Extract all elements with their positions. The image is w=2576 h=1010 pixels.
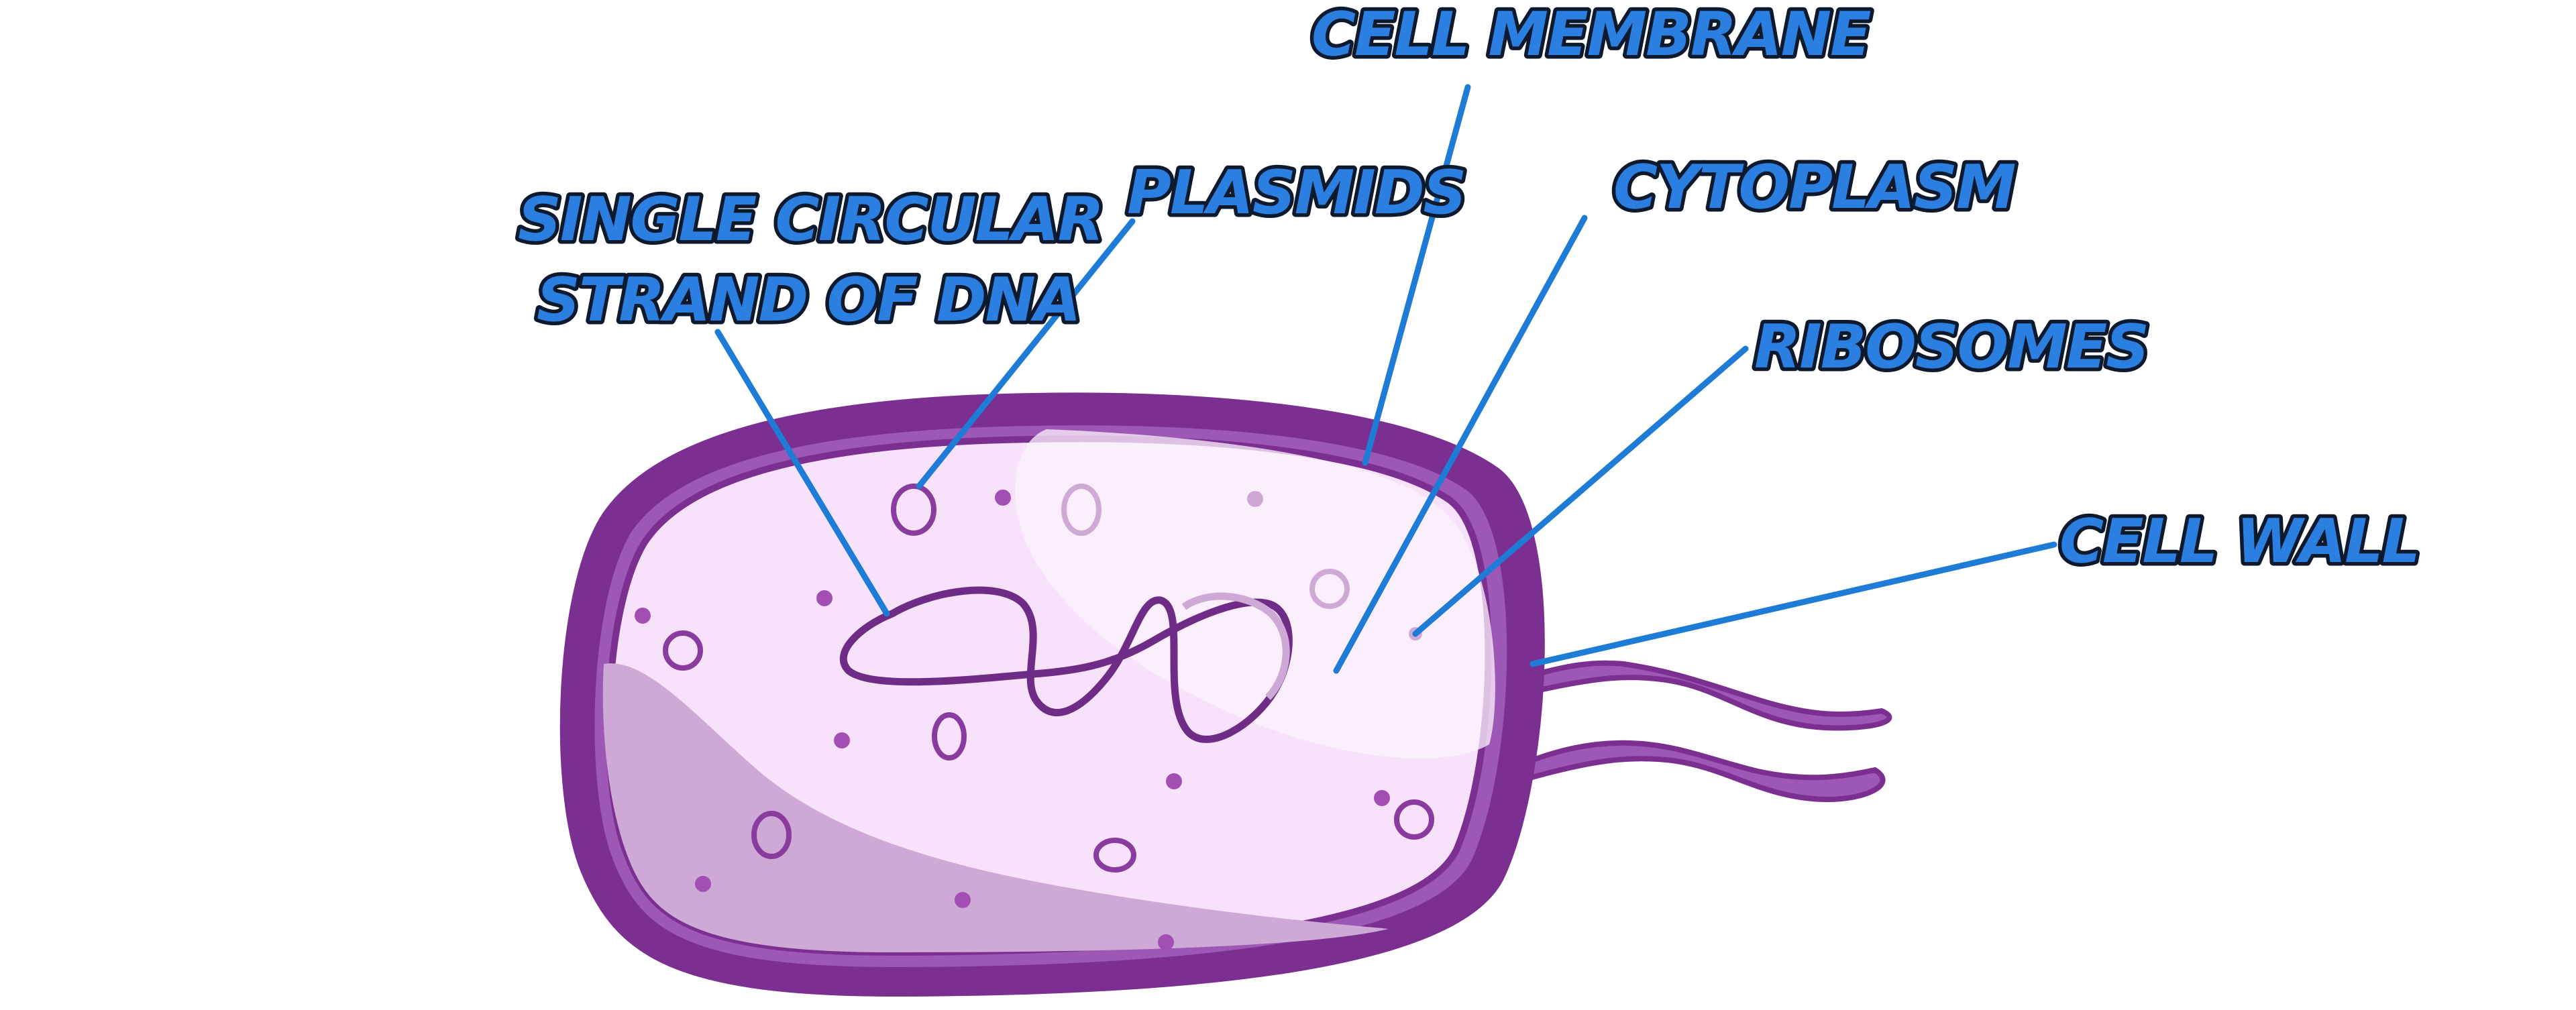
flagella [1527, 660, 1892, 803]
label-plasmids: PLASMIDS [1127, 158, 1465, 228]
plasmid [751, 811, 792, 859]
plasmid [663, 630, 703, 671]
ribosome [695, 876, 711, 892]
ribosome [995, 490, 1011, 506]
flagellum-lower [1527, 740, 1886, 803]
ribosome [834, 732, 850, 748]
cytoplasm-shadow [602, 663, 1389, 953]
ribosome [1247, 491, 1263, 507]
label-cytoplasm: CYTOPLASM [1613, 152, 2015, 223]
plasmid [1309, 569, 1350, 609]
ribosome [816, 590, 833, 606]
ribosome [635, 608, 651, 624]
dna-strand-faded [1181, 592, 1290, 700]
leader-line-plasmids [916, 218, 1136, 490]
label-dna-line2: STRAND OF DNA [537, 265, 1080, 335]
plasmid [1093, 838, 1136, 873]
plasmid [891, 484, 936, 536]
leader-line-cell-membrane [1362, 84, 1471, 466]
plasmid [1061, 484, 1102, 536]
ribosome [1158, 934, 1174, 950]
dna-strand [839, 586, 1293, 743]
leader-line-cell-wall [1529, 541, 2057, 667]
ribosome [1166, 773, 1182, 789]
plasmid [1394, 799, 1434, 840]
label-cell-membrane: CELL MEMBRANE [1311, 0, 1871, 70]
leader-line-cytoplasm [1333, 215, 1588, 674]
labels: CELL MEMBRANE CYTOPLASM PLASMIDS SINGLE … [515, 0, 2424, 581]
leader-lines [714, 84, 2057, 674]
plasmid [932, 712, 967, 761]
ribosome [1374, 790, 1390, 806]
leader-line-dna [714, 329, 890, 617]
leader-line-ribosomes [1412, 345, 1749, 637]
flagellum-upper [1534, 660, 1892, 731]
label-cell-wall: CELL WALL [2059, 506, 2419, 577]
ribosome [955, 892, 971, 908]
cytoplasm-highlight [1015, 429, 1495, 759]
plasmids-group [663, 484, 1434, 873]
label-dna-line1: SINGLE CIRCULAR [518, 184, 1103, 255]
label-ribosomes: RIBOSOMES [1754, 312, 2148, 382]
